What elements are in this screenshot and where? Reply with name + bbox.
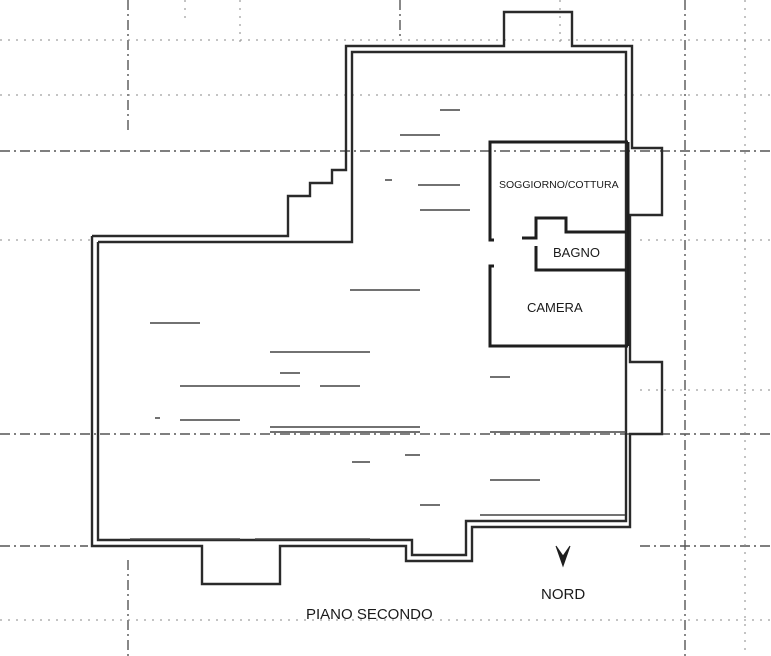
north-arrow-icon [555, 545, 571, 568]
structural-marks [130, 109, 626, 540]
room-label-bedroom: CAMERA [527, 300, 583, 315]
room-label-living-kitchen: SOGGIORNO/COTTURA [499, 179, 619, 191]
interior-rooms [488, 140, 630, 348]
outer-walls [90, 10, 664, 586]
room-label-bathroom: BAGNO [553, 245, 600, 260]
floor-title: PIANO SECONDO [306, 606, 433, 623]
north-label: NORD [541, 586, 585, 603]
